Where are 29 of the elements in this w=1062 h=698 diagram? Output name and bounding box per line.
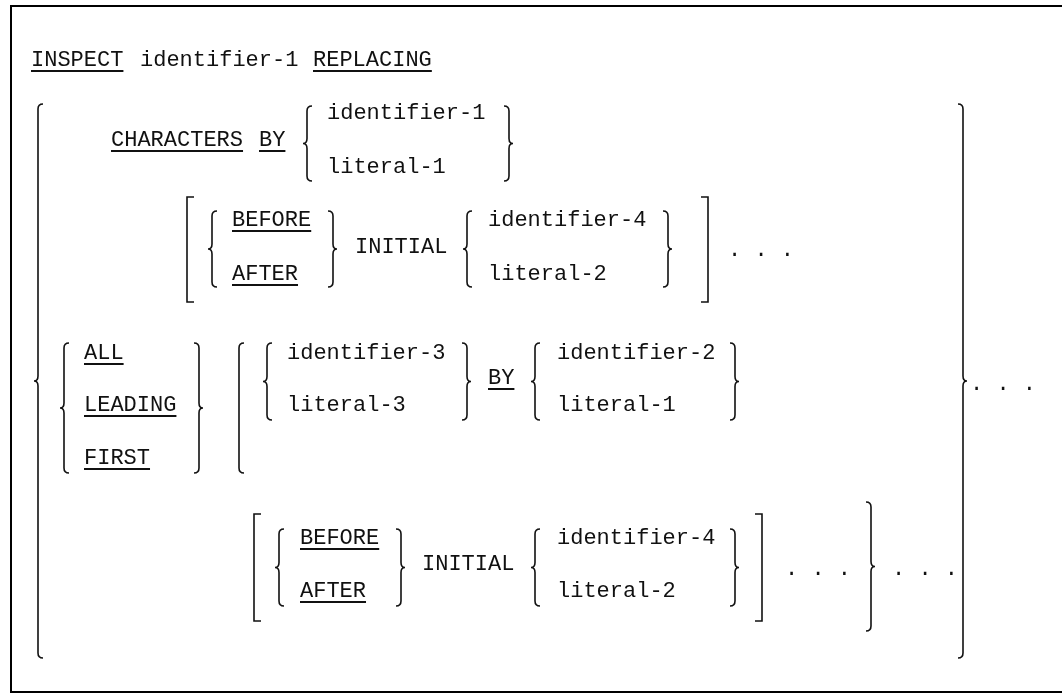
keyword: BY	[259, 128, 286, 154]
keyword: ALL	[84, 341, 124, 367]
syntax-term: INITIAL	[422, 552, 515, 578]
keyword: BY	[488, 366, 515, 392]
ellipsis: . . .	[785, 557, 851, 583]
ellipsis: . . .	[728, 238, 794, 264]
syntax-term: literal-3	[287, 393, 406, 419]
keyword: AFTER	[232, 262, 298, 288]
syntax-term: literal-2	[557, 579, 676, 605]
keyword: LEADING	[84, 393, 177, 419]
syntax-term: literal-1	[327, 155, 446, 181]
syntax-term: literal-2	[488, 262, 607, 288]
ellipsis: . . .	[970, 372, 1036, 398]
ellipsis: . . .	[892, 557, 958, 583]
syntax-term: identifier-2	[557, 341, 716, 367]
keyword: BEFORE	[300, 526, 380, 552]
keyword: REPLACING	[313, 48, 432, 74]
syntax-term: identifier-4	[488, 208, 647, 234]
keyword: INSPECT	[31, 48, 124, 74]
syntax-term: identifier-3	[287, 341, 446, 367]
keyword: FIRST	[84, 446, 150, 472]
keyword: CHARACTERS	[111, 128, 244, 154]
syntax-term: identifier-1	[140, 48, 299, 74]
keyword: AFTER	[300, 579, 366, 605]
syntax-term: literal-1	[557, 393, 676, 419]
syntax-term: identifier-1	[327, 101, 486, 127]
syntax-term: INITIAL	[355, 235, 448, 261]
keyword: BEFORE	[232, 208, 312, 234]
syntax-term: identifier-4	[557, 526, 716, 552]
